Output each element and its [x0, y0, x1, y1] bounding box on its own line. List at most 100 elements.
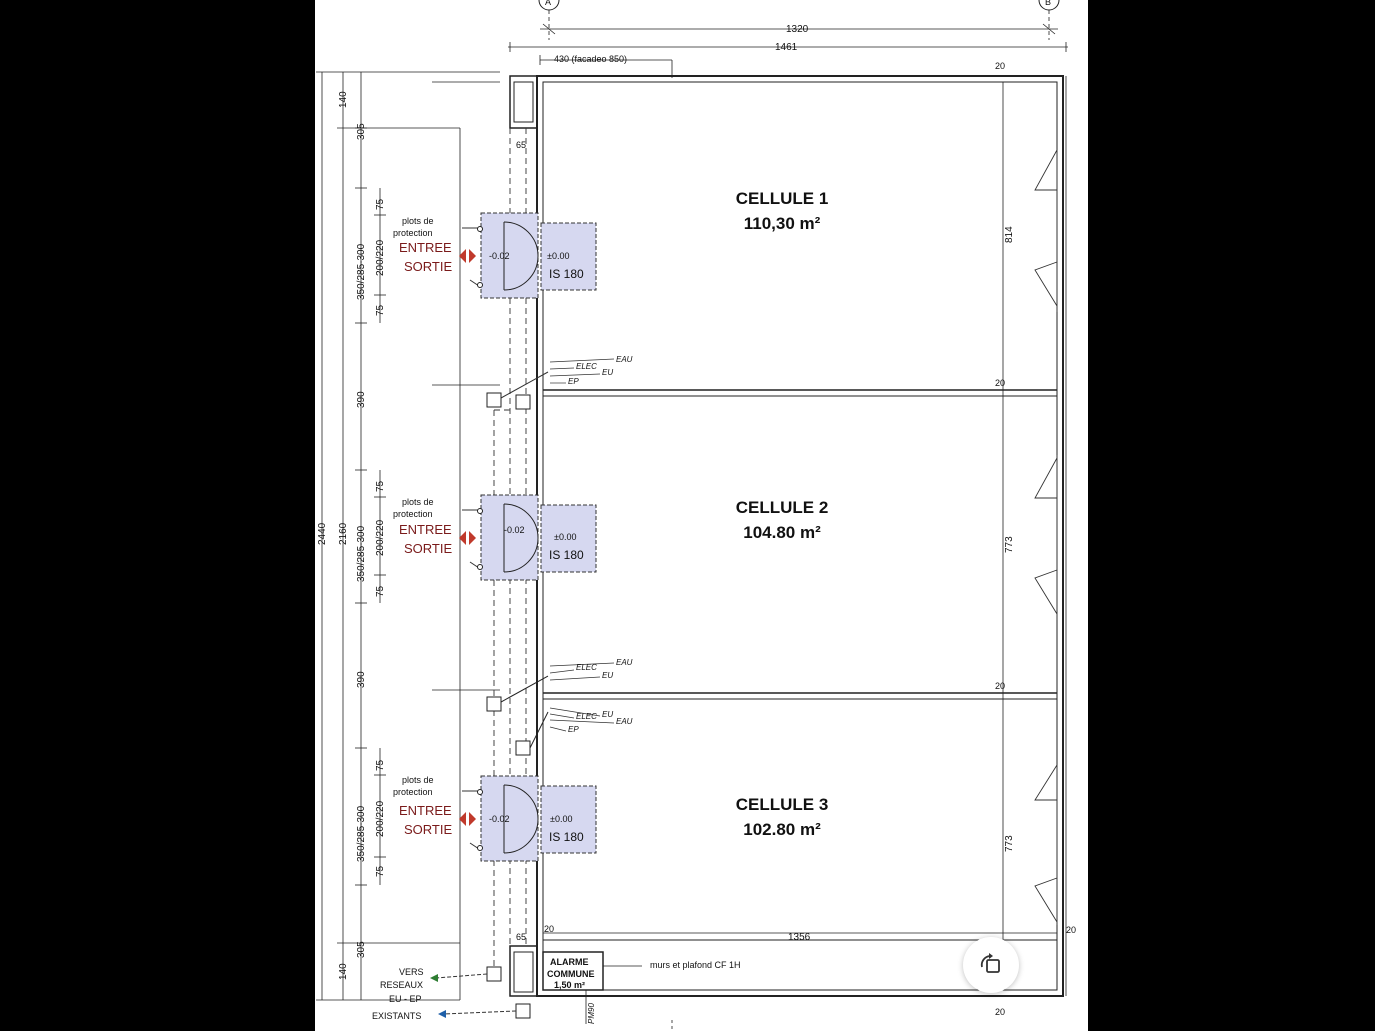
floor-plan-sheet	[315, 0, 1088, 1031]
network-lines-1	[549, 358, 615, 732]
entrance-3-sortie: SORTIE	[404, 822, 452, 837]
entrance-1-level-out: -0.02	[489, 251, 510, 261]
cell-2-name: CELLULE 2	[736, 498, 829, 517]
dim-350-2: 350/285-300	[356, 525, 367, 582]
entrance-3-entree: ENTREE	[399, 803, 452, 818]
dim-20-w1: 20	[995, 378, 1005, 388]
net-1-eau: EAU	[616, 355, 633, 364]
entrance-1-arrow-icon	[459, 249, 466, 263]
entrance-3-door: IS 180	[549, 830, 584, 844]
manhole-6	[515, 1003, 531, 1019]
dim-140-top: 140	[338, 91, 349, 108]
entrance-1-entree: ENTREE	[399, 240, 452, 255]
dim-200-3: 200/220	[375, 800, 386, 837]
dim-390-2: 390	[356, 671, 367, 688]
dim-140-bottom: 140	[338, 963, 349, 980]
entrance-3-plots-2: protection	[393, 787, 433, 797]
entrance-1-plots-1: plots de	[402, 216, 434, 226]
dim-390-1: 390	[356, 391, 367, 408]
net-2-elec: ELEC	[576, 663, 597, 672]
dim-75-3a: 75	[375, 759, 386, 771]
net-3-elec: ELEC	[576, 712, 597, 721]
net-2-eu: EU	[602, 671, 613, 680]
entrance-3-level-out: -0.02	[489, 814, 510, 824]
dim-20-top: 20	[995, 61, 1005, 71]
manhole-1	[486, 392, 502, 408]
dim-20-bottom: 20	[995, 1007, 1005, 1017]
green-arrow-icon	[430, 974, 438, 982]
manhole-5	[486, 966, 502, 982]
dim-65-bottom: 65	[516, 932, 526, 942]
facade-windows	[1034, 149, 1058, 925]
dim-814: 814	[1004, 226, 1015, 243]
dim-1461: 1461	[775, 42, 798, 53]
cell-3-area: 102.80 m²	[743, 820, 821, 839]
dim-200-2: 200/220	[375, 519, 386, 556]
alarm-area: 1,50 m²	[554, 980, 585, 990]
net-1-eu: EU	[602, 368, 613, 377]
network-boxes	[486, 371, 549, 1019]
vers-l1: VERS	[399, 967, 424, 977]
dim-75-2a: 75	[375, 480, 386, 492]
dim-75-3b: 75	[375, 865, 386, 877]
rotate-button[interactable]	[963, 937, 1019, 993]
entrance-2-door: IS 180	[549, 548, 584, 562]
manhole-3	[486, 696, 502, 712]
axis-a-label: A	[545, 0, 551, 7]
entrance-1-level-in: ±0.00	[547, 251, 569, 261]
vers-reseaux-arrows	[430, 973, 517, 1018]
dim-75-2b: 75	[375, 585, 386, 597]
entrance-2-level-in: ±0.00	[554, 532, 576, 542]
dim-20-w2: 20	[995, 681, 1005, 691]
axis-b-label: B	[1045, 0, 1051, 7]
net-1-elec: ELEC	[576, 362, 597, 371]
net-3-eau: EAU	[616, 717, 633, 726]
axis-markers: A B	[538, 0, 1060, 40]
net-3-eu: EU	[602, 710, 613, 719]
vers-l4: EXISTANTS	[372, 1011, 421, 1021]
blue-arrow-icon	[438, 1010, 446, 1018]
dim-1356: 1356	[788, 932, 811, 943]
right-dimensions	[543, 76, 1067, 996]
dim-2440: 2440	[317, 522, 328, 545]
walls-note: murs et plafond CF 1H	[650, 960, 741, 970]
net-1-ep: EP	[568, 377, 579, 386]
dim-75-1b: 75	[375, 304, 386, 316]
dim-20-right: 20	[1066, 925, 1076, 935]
entrance-1-door: IS 180	[549, 267, 584, 281]
entrance-2-arrow-icon	[459, 531, 466, 545]
entrance-1	[459, 212, 597, 299]
dim-65-top: 65	[516, 140, 526, 150]
cell-1-area: 110,30 m²	[744, 214, 821, 233]
dim-773-a: 773	[1004, 536, 1015, 553]
dim-305-bottom: 305	[356, 941, 367, 958]
entrance-2-plots-2: protection	[393, 509, 433, 519]
entrance-1-sortie: SORTIE	[404, 259, 452, 274]
left-dimensions	[316, 71, 500, 1001]
entrance-3-plots-1: plots de	[402, 775, 434, 785]
net-2-eau: EAU	[616, 658, 633, 667]
alarm-line2: COMMUNE	[547, 969, 595, 979]
vers-l3: EU - EP	[389, 994, 422, 1004]
dim-75-1a: 75	[375, 198, 386, 210]
entrance-3-arrow-icon	[459, 812, 466, 826]
manhole-4	[515, 740, 531, 756]
dim-20-left: 20	[544, 924, 554, 934]
alarm-room	[542, 951, 642, 1024]
entrance-2	[459, 494, 597, 581]
dim-1320: 1320	[786, 24, 809, 35]
dim-773-b: 773	[1004, 835, 1015, 852]
entrance-2-sortie: SORTIE	[404, 541, 452, 556]
manhole-2	[515, 394, 531, 410]
cell-1-name: CELLULE 1	[736, 189, 829, 208]
alarm-pm: PM90	[587, 1003, 596, 1024]
dim-305-top: 305	[356, 123, 367, 140]
dim-facade: 430 (facadeo 850)	[554, 54, 627, 64]
rotate-icon	[980, 953, 1000, 973]
entrance-2-plots-1: plots de	[402, 497, 434, 507]
cell-3-name: CELLULE 3	[736, 795, 829, 814]
entrance-3	[459, 775, 597, 862]
dim-350-1: 350/285-300	[356, 243, 367, 300]
entrance-3-level-in: ±0.00	[550, 814, 572, 824]
